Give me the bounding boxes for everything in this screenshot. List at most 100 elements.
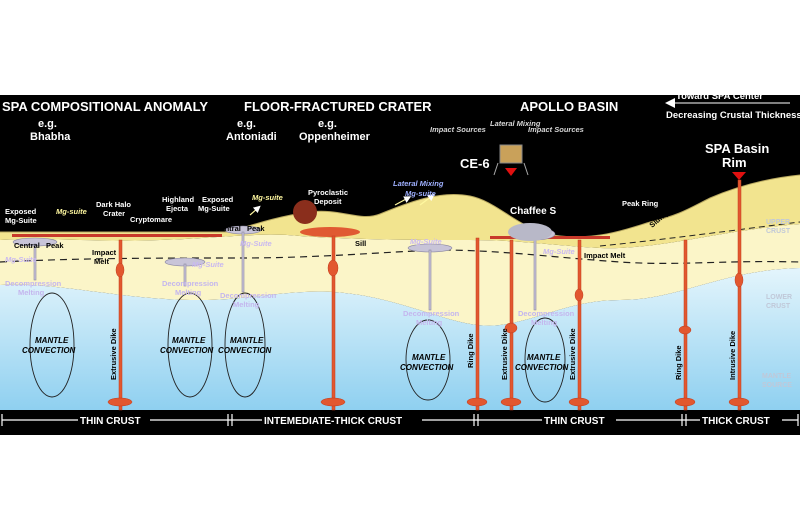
extrusive-dike-2: Extrusive Dike	[500, 328, 509, 380]
header-spa: SPA COMPOSITIONAL ANOMALY	[2, 99, 208, 114]
impact-arrows	[249, 193, 435, 216]
ring-dike-1: Ring Dike	[466, 333, 475, 368]
crust-thin-2: THIN CRUST	[544, 416, 605, 427]
label-mg-suite-e: Mg-Suite	[240, 239, 272, 248]
upper-crust-layer	[0, 175, 800, 249]
label-impact-sources-2: Impact Sources	[528, 125, 584, 134]
mantle-1: MANTLE	[35, 336, 69, 345]
decomp-3: Decompression	[220, 291, 277, 300]
label-melt-left: Melt	[94, 257, 110, 266]
label-mantle-src-2: SOURCE	[762, 382, 792, 389]
label-peak-ring: Peak Ring	[622, 199, 659, 208]
extrusive-dike-3: Extrusive Dike	[568, 328, 577, 380]
convection-1: CONVECTION	[22, 346, 76, 355]
decompression-labels: Decompression Melting Decompression Melt…	[5, 279, 575, 327]
label-exposed2-1: Exposed	[202, 195, 234, 204]
pyroclastic-deposit	[293, 200, 317, 224]
label-chaffee: Chaffee S	[510, 206, 556, 217]
label-central-2: Central	[215, 224, 241, 233]
dike-labels: Extrusive Dike Ring Dike Extrusive Dike …	[109, 328, 737, 380]
melting-2: Melting	[175, 288, 202, 297]
mare-strip-left	[12, 234, 222, 237]
sill-mare	[300, 227, 360, 237]
ring-dike-2: Ring Dike	[674, 345, 683, 380]
mantle-4: MANTLE	[412, 353, 446, 362]
convection-2: CONVECTION	[160, 346, 214, 355]
header-ffc-ex2: Oppenheimer	[299, 131, 371, 143]
header-ffc-eg1: e.g.	[237, 118, 256, 130]
convection-labels: MANTLE CONVECTION MANTLE CONVECTION MANT…	[22, 336, 569, 372]
mantle-5: MANTLE	[527, 353, 561, 362]
lower-crust-layer	[0, 224, 800, 326]
label-ce6: CE-6	[460, 156, 490, 171]
convection-3: CONVECTION	[218, 346, 272, 355]
label-central-1: Central	[14, 241, 40, 250]
label-cryptomare: Cryptomare	[130, 215, 172, 224]
melting-5: Melting	[531, 318, 558, 327]
label-pyro-2: Deposit	[314, 197, 342, 206]
convection-4: CONVECTION	[400, 363, 454, 372]
label-impact-left: Impact	[92, 248, 117, 257]
mantle-3: MANTLE	[230, 336, 264, 345]
header-spa-eg: e.g.	[38, 118, 57, 130]
header-spa-example: Bhabha	[30, 131, 71, 143]
header-decreasing: Decreasing Crustal Thickness	[666, 110, 800, 121]
decomp-2: Decompression	[162, 279, 219, 288]
label-exposed-mg-2: Mg-Suite	[5, 216, 37, 225]
label-spa-rim-2: Rim	[722, 155, 747, 170]
header-toward: Toward SPA Center	[676, 91, 763, 102]
extrusive-dike-1: Extrusive Dike	[109, 328, 118, 380]
label-spa-rim-1: SPA Basin	[705, 141, 769, 156]
label-impact-sources-1: Impact Sources	[430, 125, 486, 134]
label-lower-crust-2: CRUST	[766, 303, 791, 310]
label-peak-1: Peak	[46, 241, 64, 250]
label-mantle-src-1: MANTLE	[762, 373, 791, 380]
label-sill: Sill	[355, 239, 366, 248]
mantle-2: MANTLE	[172, 336, 206, 345]
label-upper-crust-1: UPPER	[766, 219, 790, 226]
label-dark-halo-1: Dark Halo	[96, 200, 131, 209]
label-highland-2: Ejecta	[166, 204, 189, 213]
decomp-1: Decompression	[5, 279, 62, 288]
label-mg-suite-lm: Mg-suite	[405, 189, 436, 198]
header-ffc-ex1: Antoniadi	[226, 131, 277, 143]
label-pyro-1: Pyroclastic	[308, 188, 348, 197]
label-mg-suite-f: Mg-Suite	[410, 237, 442, 246]
label-mg-suite-g: Mg-Suite	[543, 247, 575, 256]
label-dark-halo-2: Crater	[103, 209, 125, 218]
label-highland-1: Highland	[162, 195, 194, 204]
header-apollo: APOLLO BASIN	[520, 99, 618, 114]
upper-crust-dashed	[599, 221, 800, 247]
toward-arrow-head	[665, 98, 675, 108]
header-ffc-eg2: e.g.	[318, 118, 337, 130]
convection-loops	[29, 292, 566, 403]
label-impact-melt-right: Impact Melt	[584, 251, 626, 260]
header-ffc: FLOOR-FRACTURED CRATER	[244, 99, 432, 114]
crust-intermediate: INTEMEDIATE-THICK CRUST	[264, 416, 402, 427]
mantle-layer	[0, 268, 800, 410]
label-mare-1: Mare	[352, 197, 370, 206]
crust-thin-1: THIN CRUST	[80, 416, 141, 427]
label-mg-suite-b: Mg-suite	[252, 193, 283, 202]
melting-3: Melting	[233, 300, 260, 309]
label-mg-suite-d: Mg-Suite	[192, 260, 224, 269]
decomp-5: Decompression	[518, 309, 575, 318]
label-exposed-mg-1: Exposed	[5, 207, 37, 216]
crust-scale-bar: THIN CRUST INTEMEDIATE-THICK CRUST THIN …	[1, 413, 799, 427]
label-mg-suite-a: Mg-suite	[56, 207, 87, 216]
label-lower-crust-1: LOWER	[766, 294, 792, 301]
label-upper-crust-2: CRUST	[766, 228, 791, 235]
convection-5: CONVECTION	[515, 363, 569, 372]
label-peak-2: Peak	[247, 224, 265, 233]
label-exposed2-2: Mg-Suite	[198, 204, 230, 213]
dikes	[107, 179, 750, 411]
melting-1: Melting	[18, 288, 45, 297]
label-lateral-mixing: Lateral Mixing	[393, 179, 444, 188]
intrusive-dike: Intrusive Dike	[728, 331, 737, 380]
label-lateral-mixing-top: Lateral Mixing	[490, 119, 541, 128]
label-mg-suite-c: Mg-Suite	[5, 255, 37, 264]
crust-thick: THICK CRUST	[702, 416, 770, 427]
spa-rim-marker-icon	[732, 172, 746, 180]
label-mare-2: Basalt	[346, 206, 369, 215]
